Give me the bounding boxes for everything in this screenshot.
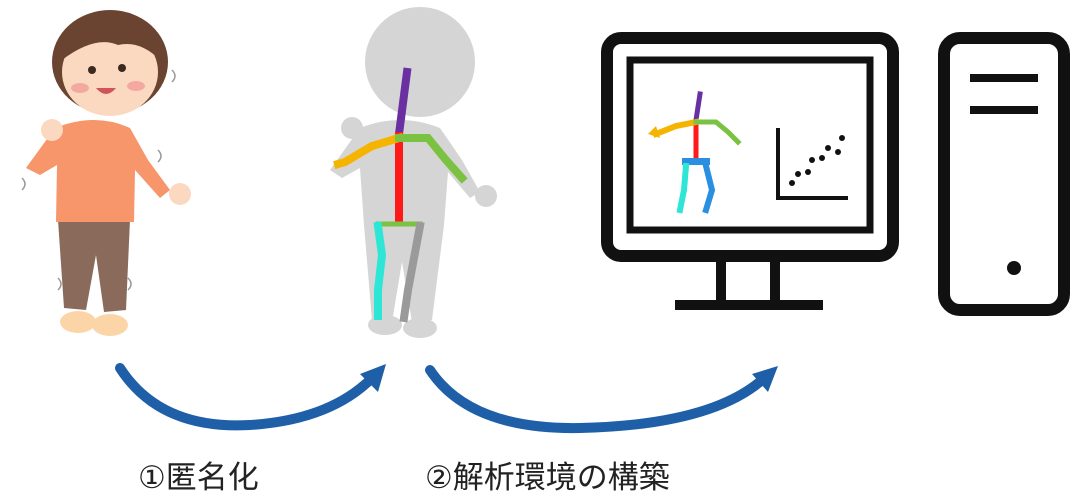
scatter-plot-icon xyxy=(776,128,848,200)
curved-arrow-1 xyxy=(115,363,386,431)
monitor-neck-left xyxy=(716,262,726,302)
child-left-foot xyxy=(60,311,96,333)
child-hand-right xyxy=(169,183,191,205)
skeleton-neck xyxy=(394,67,412,139)
child-right-foot xyxy=(92,314,128,336)
pc-tower-icon xyxy=(938,32,1070,316)
skeleton-left-leg xyxy=(399,221,425,323)
monitor-frame xyxy=(601,32,899,262)
child-figure xyxy=(21,10,191,336)
screen-skeleton xyxy=(648,91,742,214)
silhouette-foot xyxy=(368,315,402,335)
monitor-screen xyxy=(626,56,874,234)
silhouette-head xyxy=(365,7,475,117)
pose-skeleton xyxy=(333,67,468,323)
tower-frame xyxy=(938,32,1070,316)
child-hand-left xyxy=(41,119,63,141)
silhouette-hand xyxy=(475,185,497,207)
child-eye-right xyxy=(118,64,126,72)
silhouette-hand xyxy=(341,117,363,139)
motion-marks xyxy=(21,69,176,291)
curved-arrow-2 xyxy=(425,365,778,434)
skeleton-right-arm xyxy=(333,133,404,169)
monitor-icon xyxy=(601,32,899,310)
child-mouth xyxy=(96,88,116,94)
silhouette-foot xyxy=(403,318,437,338)
step-label-analysis-env: ②解析環境の構築 xyxy=(425,460,670,496)
skeleton-right-leg xyxy=(373,221,387,320)
child-cheek-right xyxy=(127,81,145,91)
tower-power-dot xyxy=(1007,261,1021,275)
child-pants xyxy=(58,220,130,312)
skeleton-left-arm xyxy=(395,134,468,184)
anonymized-silhouette xyxy=(330,7,497,338)
monitor-neck-right xyxy=(770,262,780,302)
child-cheek-left xyxy=(71,83,89,93)
child-eye-left xyxy=(88,66,96,74)
silhouette-body xyxy=(330,120,480,322)
monitor-base xyxy=(675,300,823,310)
step-label-anonymize: ①匿名化 xyxy=(138,460,259,496)
child-face xyxy=(62,28,158,116)
tower-slot-bottom xyxy=(970,106,1038,114)
child-shirt xyxy=(26,120,170,222)
child-bangs xyxy=(62,21,160,60)
tower-slot-top xyxy=(970,74,1038,82)
